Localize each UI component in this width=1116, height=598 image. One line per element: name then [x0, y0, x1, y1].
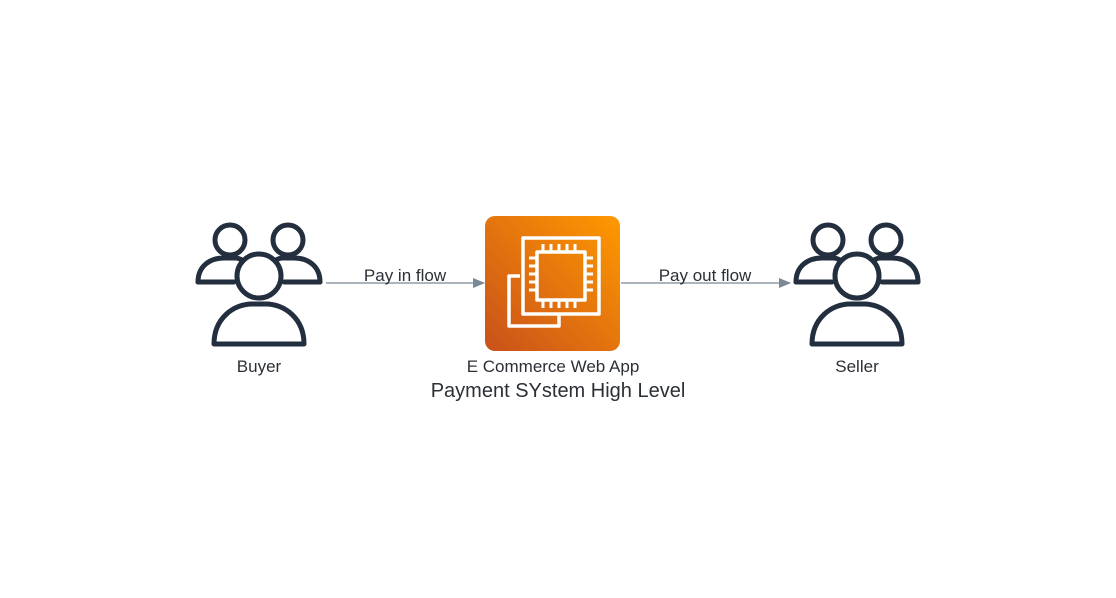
edge-label-pay-out: Pay out flow — [658, 266, 752, 285]
node-label-buyer: Buyer — [236, 357, 282, 376]
diagram-title: Payment SYstem High Level — [430, 380, 686, 402]
users-icon — [793, 222, 921, 347]
users-icon — [195, 222, 323, 347]
node-label-webapp: E Commerce Web App — [466, 357, 640, 376]
ec2-instance-icon — [485, 216, 620, 351]
edge-label-pay-in: Pay in flow — [363, 266, 447, 285]
node-label-seller: Seller — [835, 357, 879, 376]
